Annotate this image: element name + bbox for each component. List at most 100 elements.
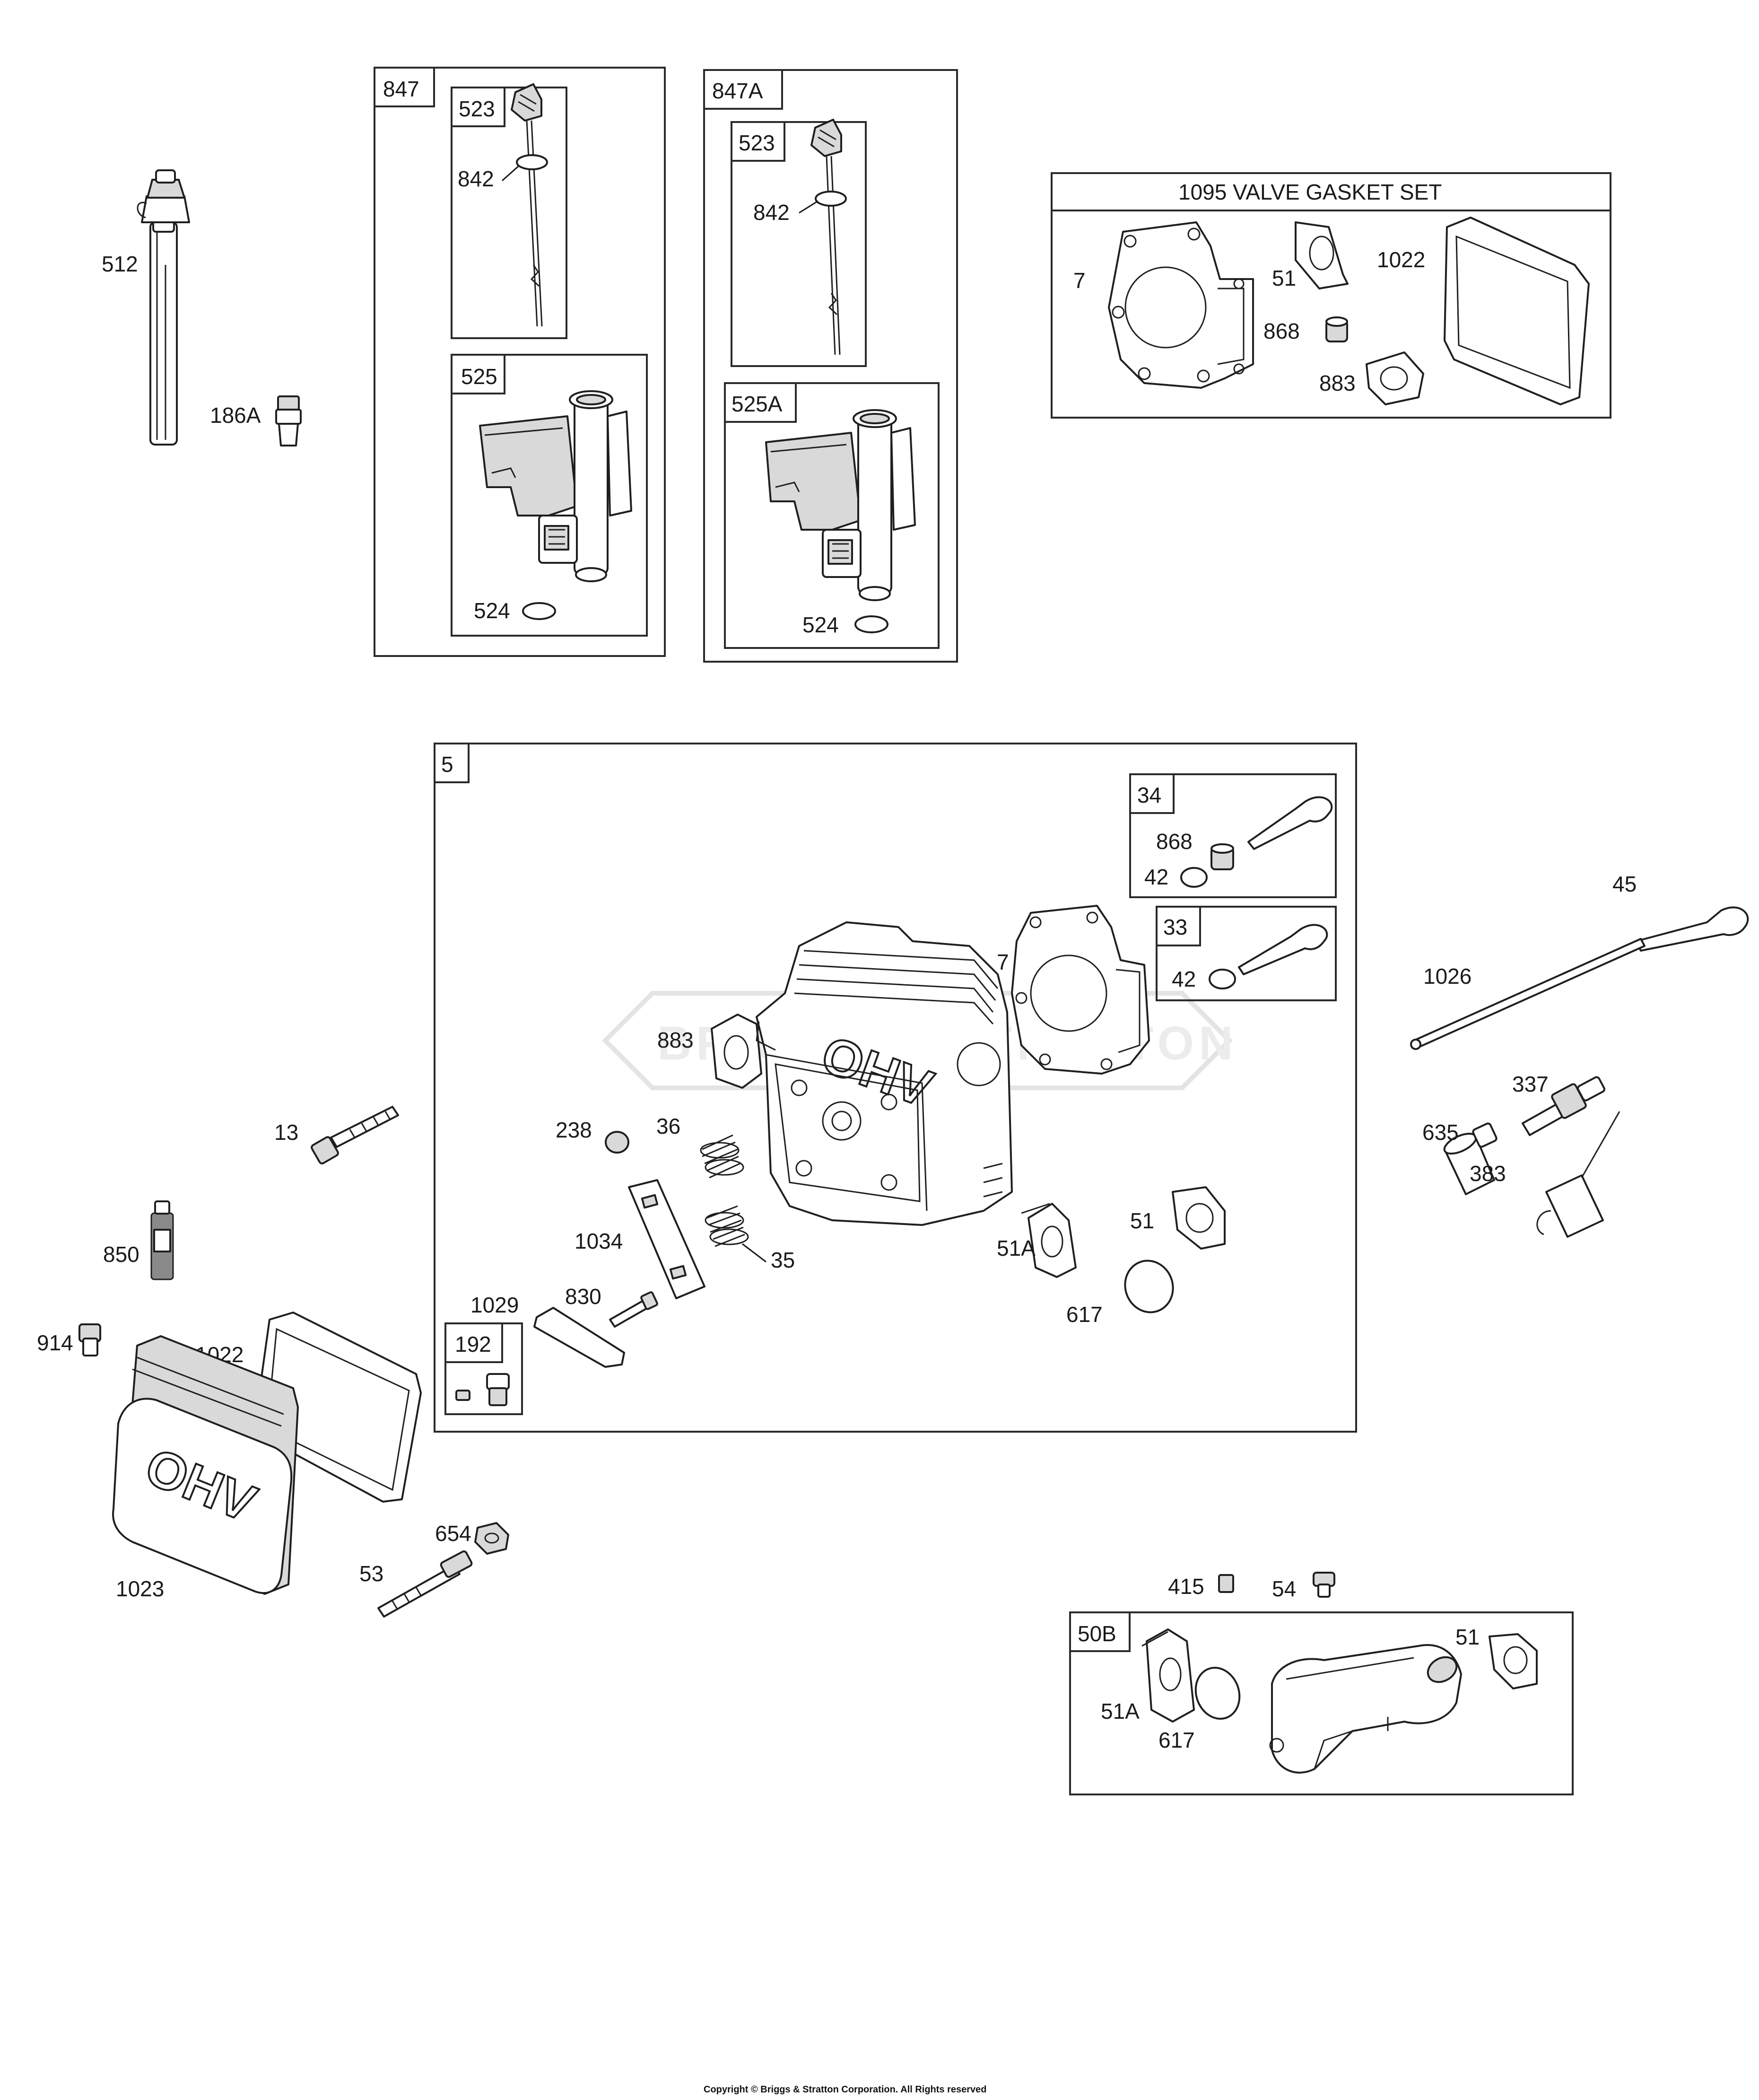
part-383-spark-plug-lead[interactable] <box>1536 1111 1620 1238</box>
part-51-gasket-intake[interactable] <box>1489 1633 1538 1689</box>
part-33-intake-valve[interactable] <box>1238 924 1328 975</box>
part-51A-gasket[interactable] <box>1021 1203 1077 1278</box>
part-883-exhaust-gasket[interactable] <box>1366 351 1424 405</box>
callout-34-42: 42 <box>1144 865 1168 889</box>
part-51-intake-gasket[interactable] <box>1295 221 1349 289</box>
part-53-stud[interactable] <box>377 1550 473 1618</box>
part-cylinder-head[interactable] <box>756 921 1013 1226</box>
callout-5-617: 617 <box>1066 1302 1103 1327</box>
part-54-screw[interactable] <box>1313 1572 1335 1598</box>
part-45-valve[interactable] <box>1635 906 1749 952</box>
gasket-set-title: 1095 VALVE GASKET SET <box>1178 180 1442 204</box>
kit-847A-sub523-tag: 523 <box>739 131 775 155</box>
part-51-gasket-assy[interactable] <box>1172 1186 1226 1250</box>
part-186A-breather-fitting[interactable] <box>275 395 302 446</box>
part-1026-push-rod[interactable] <box>1410 938 1646 1050</box>
part-35-valve-spring[interactable] <box>705 1205 749 1247</box>
assembly-50B-intake: 50B 51A 617 51 <box>1069 1611 1574 1795</box>
kit-1095-valve-gasket-set: 1095 VALVE GASKET SET 7 51 868 <box>1051 172 1611 419</box>
part-1022-cover-gasket[interactable] <box>1444 217 1590 405</box>
part-1034-plate[interactable] <box>628 1179 705 1299</box>
callout-914: 914 <box>37 1330 73 1355</box>
callout-50B-617: 617 <box>1158 1728 1195 1752</box>
part-7-head-gasket-assy[interactable] <box>1011 905 1150 1075</box>
part-830-rocker-stud[interactable] <box>609 1291 658 1328</box>
callout-50B-51: 51 <box>1455 1625 1480 1649</box>
callout-337: 337 <box>1512 1072 1549 1096</box>
callout-45: 45 <box>1612 872 1637 896</box>
part-1023-valve-cover[interactable] <box>112 1335 299 1595</box>
callout-850: 850 <box>103 1242 139 1267</box>
kit-847A: 847A 523 842 525A <box>703 69 958 663</box>
part-635-spark-plug-boot[interactable] <box>1442 1122 1498 1195</box>
callout-5-51A: 51A <box>997 1236 1036 1260</box>
part-524-o-ring-b[interactable] <box>854 615 888 633</box>
sub34-tag: 34 <box>1137 783 1161 807</box>
callout-512: 512 <box>102 252 138 276</box>
sub192-tag: 192 <box>455 1332 491 1356</box>
kit-847A-tag: 847A <box>712 79 763 103</box>
callout-34-868: 868 <box>1156 829 1193 854</box>
part-523-dipstick-b[interactable] <box>810 119 842 355</box>
callout-1023: 1023 <box>116 1576 164 1601</box>
callout-gasket-7: 7 <box>1073 268 1086 293</box>
callout-524-a: 524 <box>474 598 510 623</box>
part-34-exhaust-valve[interactable] <box>1247 796 1333 850</box>
part-238-plug[interactable] <box>605 1131 629 1154</box>
callout-524-b: 524 <box>802 612 839 637</box>
part-51A-gasket-intake[interactable] <box>1141 1628 1195 1723</box>
callout-gasket-883: 883 <box>1319 371 1356 395</box>
callout-654: 654 <box>435 1521 471 1546</box>
part-868-valve-seal-34[interactable] <box>1210 843 1234 870</box>
callout-5-36: 36 <box>656 1114 680 1138</box>
callout-415: 415 <box>1168 1574 1204 1599</box>
sub33-tag: 33 <box>1163 915 1187 939</box>
part-523-dipstick[interactable] <box>511 83 543 327</box>
callout-50B-51A: 51A <box>1101 1699 1140 1724</box>
part-13-bolt[interactable] <box>311 1106 399 1164</box>
part-914-screw[interactable] <box>78 1323 101 1356</box>
callout-gasket-868: 868 <box>1263 319 1300 343</box>
part-617-o-ring-intake[interactable] <box>1189 1662 1246 1725</box>
kit-847: 847 523 842 525 <box>374 67 666 657</box>
part-525-oil-fill-tube[interactable] <box>479 390 632 582</box>
part-654-nut[interactable] <box>474 1522 509 1555</box>
callout-5-51: 51 <box>1130 1208 1154 1233</box>
kit-847-sub523-tag: 523 <box>459 96 495 121</box>
part-883-exhaust-gasket-assy[interactable] <box>711 1014 762 1089</box>
callout-842-a: 842 <box>458 166 494 191</box>
part-42-keeper-33[interactable] <box>1209 969 1236 989</box>
callout-53: 53 <box>359 1561 383 1586</box>
callout-1026: 1026 <box>1423 964 1472 989</box>
callout-635: 635 <box>1422 1120 1459 1145</box>
part-192-adjusting-screw[interactable] <box>455 1373 510 1406</box>
callout-5-238: 238 <box>556 1118 592 1142</box>
part-617-o-ring[interactable] <box>1118 1254 1180 1319</box>
part-842-o-ring-b[interactable] <box>815 191 847 207</box>
callout-5-7: 7 <box>997 950 1009 974</box>
kit-847-tag: 847 <box>383 77 419 101</box>
callout-5-830: 830 <box>565 1284 601 1309</box>
callout-842-b: 842 <box>753 200 790 225</box>
part-337-spark-plug[interactable] <box>1522 1076 1605 1136</box>
callout-gasket-51: 51 <box>1272 266 1296 290</box>
part-525A-oil-fill-tube[interactable] <box>765 409 916 601</box>
callout-5-1029: 1029 <box>470 1293 519 1317</box>
callout-54: 54 <box>1272 1576 1296 1601</box>
part-7-head-gasket[interactable] <box>1108 221 1254 389</box>
part-868-valve-seal[interactable] <box>1325 316 1348 342</box>
part-intake-manifold[interactable] <box>1269 1644 1462 1774</box>
part-512-dipstick-tube[interactable] <box>137 169 190 446</box>
part-36-valve-spring[interactable] <box>700 1134 744 1179</box>
part-850-sealant-tube[interactable] <box>150 1200 174 1280</box>
part-415-plug[interactable] <box>1218 1574 1234 1593</box>
part-1029-rocker-arm[interactable] <box>533 1307 625 1368</box>
copyright-notice: Copyright © Briggs & Stratton Corporatio… <box>704 2084 987 2095</box>
part-42-keeper-34[interactable] <box>1180 867 1208 888</box>
part-842-o-ring[interactable] <box>516 154 548 170</box>
callout-5-1034: 1034 <box>575 1229 623 1253</box>
part-524-o-ring[interactable] <box>522 602 556 620</box>
callout-5-35: 35 <box>771 1248 795 1272</box>
callout-gasket-1022: 1022 <box>1377 247 1425 272</box>
